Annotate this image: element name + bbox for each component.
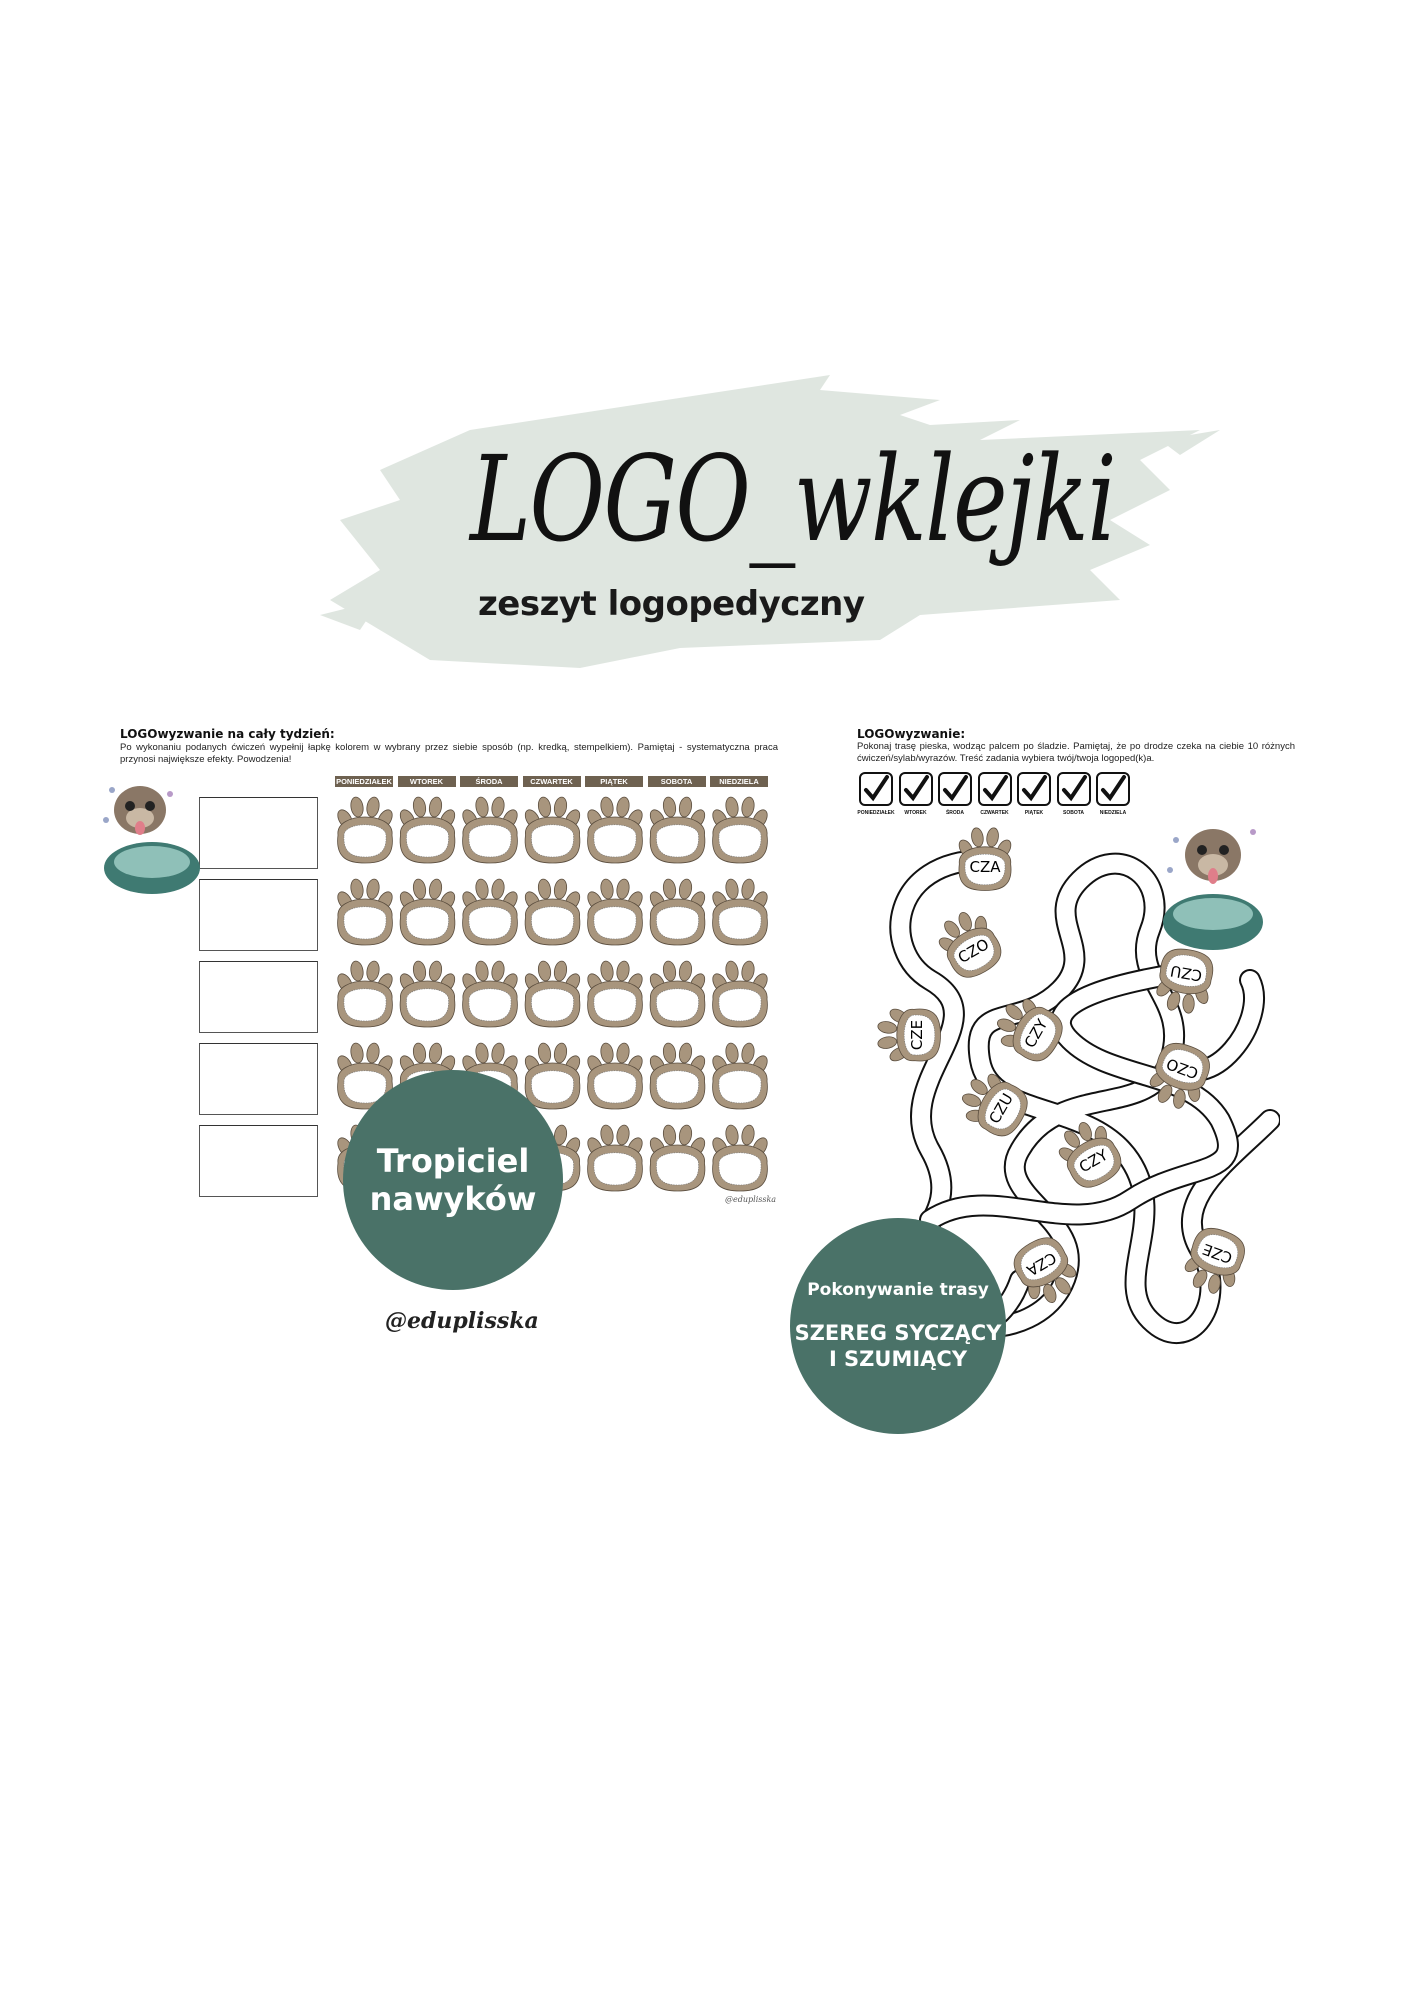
maze-syllable-paw: CZY (1058, 1122, 1122, 1188)
badge-line-2: SZEREG SYCZĄCY (794, 1321, 1002, 1345)
paw-cell[interactable] (647, 1124, 707, 1192)
day-checkbox[interactable] (1056, 772, 1091, 806)
day-label: CZWARTEK (980, 810, 1009, 816)
paw-cell[interactable] (585, 1042, 645, 1110)
maze-syllable-paw: CZO (938, 912, 1002, 978)
right-heading: LOGOwyzwanie: (857, 727, 966, 741)
day-header: CZWARTEK (522, 776, 581, 787)
checkmark-icon (1022, 775, 1047, 802)
maze-track (921, 961, 1237, 1229)
paw-cell[interactable] (647, 1042, 707, 1110)
badge-line-1: Pokonywanie trasy (807, 1280, 989, 1300)
page-title: LOGO_wklejki (470, 430, 1117, 568)
day-header: SOBOTA (647, 776, 706, 787)
day-header: ŚRODA (460, 776, 518, 787)
paw-cell[interactable] (710, 960, 770, 1028)
badge-line-1: Tropiciel (376, 1142, 530, 1180)
paw-cell[interactable] (397, 960, 457, 1028)
tropiciel-badge: Tropiciel nawyków (343, 1070, 563, 1290)
day-checkbox[interactable] (859, 772, 893, 806)
day-header: WTOREK (397, 776, 456, 787)
paw-cell[interactable] (647, 796, 707, 864)
write-box[interactable] (199, 961, 318, 1033)
paw-cell[interactable] (585, 796, 645, 864)
signature: @eduplisska (385, 1308, 539, 1334)
day-label: PIĄTEK (1024, 810, 1044, 816)
day-checkbox[interactable] (898, 772, 933, 806)
checkmark-icon (1061, 775, 1087, 802)
paw-cell[interactable] (335, 960, 395, 1028)
checkmark-icon (943, 775, 968, 802)
checkmark-icon (903, 775, 929, 802)
paw-cell[interactable] (522, 796, 582, 864)
maze-badge: Pokonywanie trasy SZEREG SYCZĄCY I SZUMI… (790, 1218, 1006, 1434)
day-label: SOBOTA (1062, 810, 1085, 816)
paw-cell[interactable] (647, 878, 707, 946)
syllable-label: CZU (1169, 961, 1203, 984)
write-box[interactable] (199, 1043, 318, 1115)
paw-cell[interactable] (460, 878, 520, 946)
paw-cell[interactable] (522, 878, 582, 946)
maze-path: CZA CZO CZU CZY CZE CZO CZU CZY CZA CZE (877, 827, 1280, 1345)
dog-bowl-illustration (103, 786, 200, 894)
maze-syllable-paw: CZA (1013, 1237, 1077, 1303)
day-checkbox[interactable] (938, 772, 972, 806)
left-description: Po wykonaniu podanych ćwiczeń wypełnij ł… (120, 742, 778, 765)
maze-syllable-paw: CZY (997, 998, 1063, 1062)
checkmark-icon (864, 775, 889, 802)
paw-cell[interactable] (585, 1124, 645, 1192)
day-checkbox[interactable] (1017, 772, 1051, 806)
maze-track (891, 851, 1279, 1342)
paw-cell[interactable] (460, 960, 520, 1028)
syllable-label: CZE (908, 1020, 926, 1050)
paw-cell[interactable] (335, 878, 395, 946)
maze-syllable-paw: CZA (958, 827, 1012, 891)
maze-syllable-paw: CZE (1184, 1227, 1245, 1294)
paw-cell[interactable] (710, 878, 770, 946)
maze-syllable-paw: CZU (962, 1073, 1028, 1137)
left-watermark: @eduplisska (725, 1195, 777, 1204)
paw-cell[interactable] (397, 878, 457, 946)
day-label: NIEDZIELA (1099, 810, 1127, 816)
maze-syllable-paw: CZE (877, 1008, 941, 1062)
paw-cell[interactable] (335, 796, 395, 864)
maze-syllable-paw: CZU (1156, 948, 1214, 1014)
paw-cell[interactable] (710, 796, 770, 864)
write-box[interactable] (199, 797, 318, 869)
paw-cell[interactable] (585, 960, 645, 1028)
checkmark-icon (1101, 775, 1126, 802)
paw-cell[interactable] (397, 796, 457, 864)
write-box[interactable] (199, 879, 318, 951)
paw-cell[interactable] (522, 960, 582, 1028)
day-checkbox[interactable] (977, 772, 1012, 806)
paw-cell[interactable] (647, 960, 707, 1028)
day-header: PIĄTEK (585, 776, 643, 787)
paw-cell[interactable] (335, 1042, 395, 1110)
maze-syllable-paw: CZO (1149, 1042, 1210, 1109)
day-label: WTOREK (904, 810, 927, 816)
day-header: PONIEDZIAŁEK (335, 776, 393, 787)
day-header: NIEDZIELA (710, 776, 768, 787)
left-heading: LOGOwyzwanie na cały tydzień: (120, 727, 335, 741)
dog-bowl-illustration-right (1163, 829, 1263, 950)
paw-cell[interactable] (585, 878, 645, 946)
day-label: PONIEDZIAŁEK (857, 810, 895, 816)
right-description: Pokonaj trasę pieska, wodząc palcem po ś… (857, 741, 1295, 764)
badge-line-3: I SZUMIĄCY (828, 1347, 968, 1371)
paw-cell[interactable] (710, 1042, 770, 1110)
syllable-label: CZA (969, 858, 1001, 876)
day-checkbox[interactable] (1096, 772, 1130, 806)
page-subtitle: zeszyt logopedyczny (478, 584, 865, 624)
day-label: ŚRODA (945, 810, 965, 816)
paw-cell[interactable] (460, 796, 520, 864)
badge-line-2: nawyków (369, 1180, 537, 1218)
paw-cell[interactable] (710, 1124, 770, 1192)
brush-stroke-background (320, 375, 1220, 668)
write-box[interactable] (199, 1125, 318, 1197)
paw-cell[interactable] (522, 1042, 582, 1110)
checkmark-icon (982, 775, 1008, 802)
